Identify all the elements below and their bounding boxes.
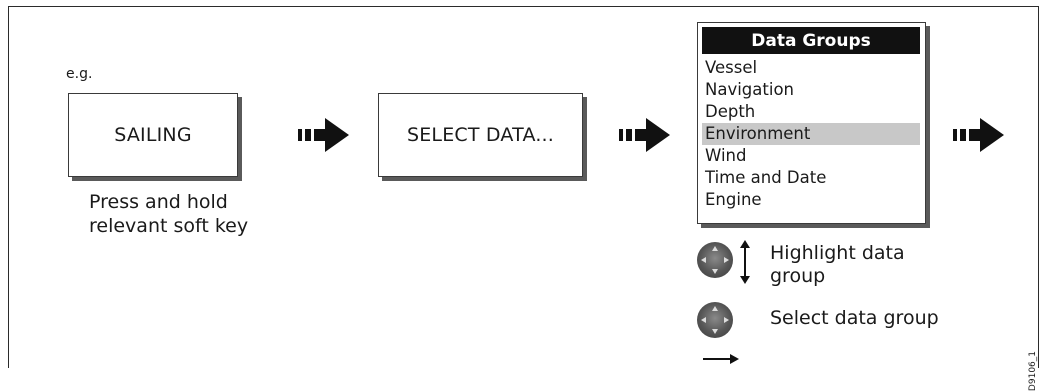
flow-arrow-icon (953, 116, 1005, 154)
menu-item-engine[interactable]: Engine (705, 190, 762, 209)
trackpad-icon[interactable] (697, 242, 733, 278)
trackpad-icon[interactable] (697, 302, 733, 338)
highlight-line-2: group (770, 265, 826, 287)
caption-line-2: relevant soft key (89, 215, 249, 237)
menu-item-time-and-date[interactable]: Time and Date (705, 168, 827, 187)
up-down-arrow-icon (739, 240, 751, 288)
figure-id: D9106_1 (1028, 351, 1038, 391)
menu-item-depth[interactable]: Depth (705, 102, 756, 121)
highlight-line-1: Highlight data (770, 242, 905, 264)
menu-item-vessel[interactable]: Vessel (705, 58, 758, 77)
flow-arrow-icon (298, 116, 350, 154)
caption-line-1: Press and hold (89, 191, 228, 213)
menu-title: Data Groups (702, 27, 920, 54)
menu-item-wind[interactable]: Wind (705, 146, 747, 165)
example-label: e.g. (66, 66, 93, 82)
diagram-frame (8, 6, 1039, 368)
menu-item-environment[interactable]: Environment (702, 123, 920, 145)
step1-caption: Press and hold relevant soft key (89, 190, 248, 238)
softkey-sailing[interactable]: SAILING (68, 93, 238, 177)
data-groups-menu: Data Groups Vessel Navigation Depth Envi… (697, 22, 926, 224)
right-arrow-icon (703, 350, 739, 369)
select-instruction: Select data group (770, 307, 939, 329)
menu-list: Vessel Navigation Depth Environment Wind… (702, 57, 920, 211)
softkey-select-data[interactable]: SELECT DATA... (378, 93, 583, 177)
menu-item-navigation[interactable]: Navigation (705, 80, 794, 99)
highlight-instruction: Highlight data group (770, 242, 905, 288)
flow-arrow-icon (619, 116, 671, 154)
